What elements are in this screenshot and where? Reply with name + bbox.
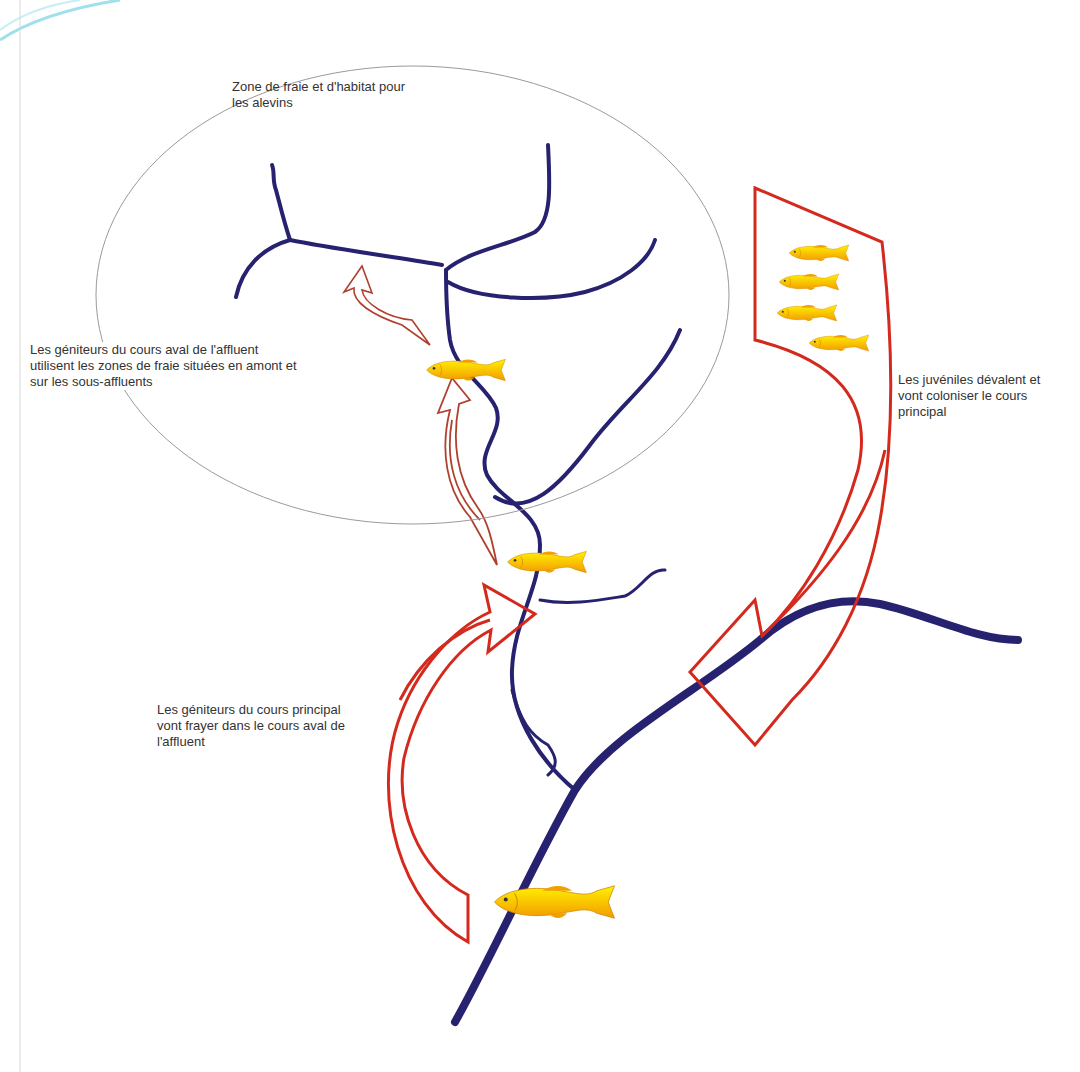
zone-heading: Zone de fraie et d'habitat pour les alev… [232, 79, 412, 111]
annotation-text: Les géniteurs du cours aval de l'affluen… [28, 342, 300, 390]
spawning-zone-ellipse: Zone de fraie et d'habitat pour les alev… [95, 65, 730, 525]
annotation-text: Les géniteurs du cours principal vont fr… [155, 702, 359, 750]
river-network [236, 145, 1018, 1022]
ellipse-outline [95, 65, 730, 525]
trout-figures [427, 245, 869, 918]
annotation-text: Les juvéniles dévalent et vont coloniser… [896, 372, 1060, 420]
corner-swoosh [0, 0, 120, 1072]
migration-arrows [344, 188, 891, 942]
